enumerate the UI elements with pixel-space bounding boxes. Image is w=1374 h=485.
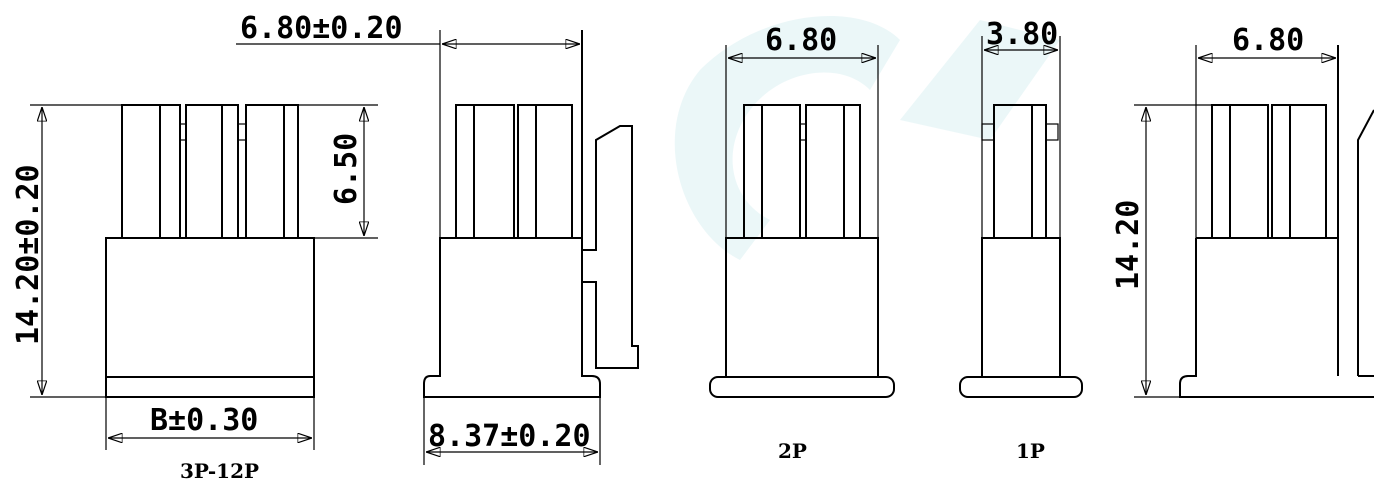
watermark-logo <box>674 15 1060 260</box>
front-view-3p-12p <box>30 104 378 450</box>
pin-height-label: 6.50 <box>329 133 364 205</box>
base-width-label: 8.37±0.20 <box>428 419 591 454</box>
view-label-1p: 1P <box>1016 439 1045 463</box>
side-view <box>236 30 639 465</box>
front-view-1p <box>959 36 1083 398</box>
height-right-label: 14.20 <box>1111 200 1146 290</box>
front-view-2p <box>709 45 895 398</box>
b-width-label: B±0.30 <box>150 403 258 438</box>
height-tol-label: 14.20±0.20 <box>11 164 46 345</box>
width-2p-label: 6.80 <box>765 23 837 58</box>
width-1p-label: 3.80 <box>986 17 1058 52</box>
width-tol-label: 6.80±0.20 <box>240 11 403 46</box>
width-right-label: 6.80 <box>1232 23 1304 58</box>
view-label-3p-12p: 3P-12P <box>180 459 259 483</box>
right-side-view <box>1134 45 1374 398</box>
view-label-2p: 2P <box>778 439 807 463</box>
